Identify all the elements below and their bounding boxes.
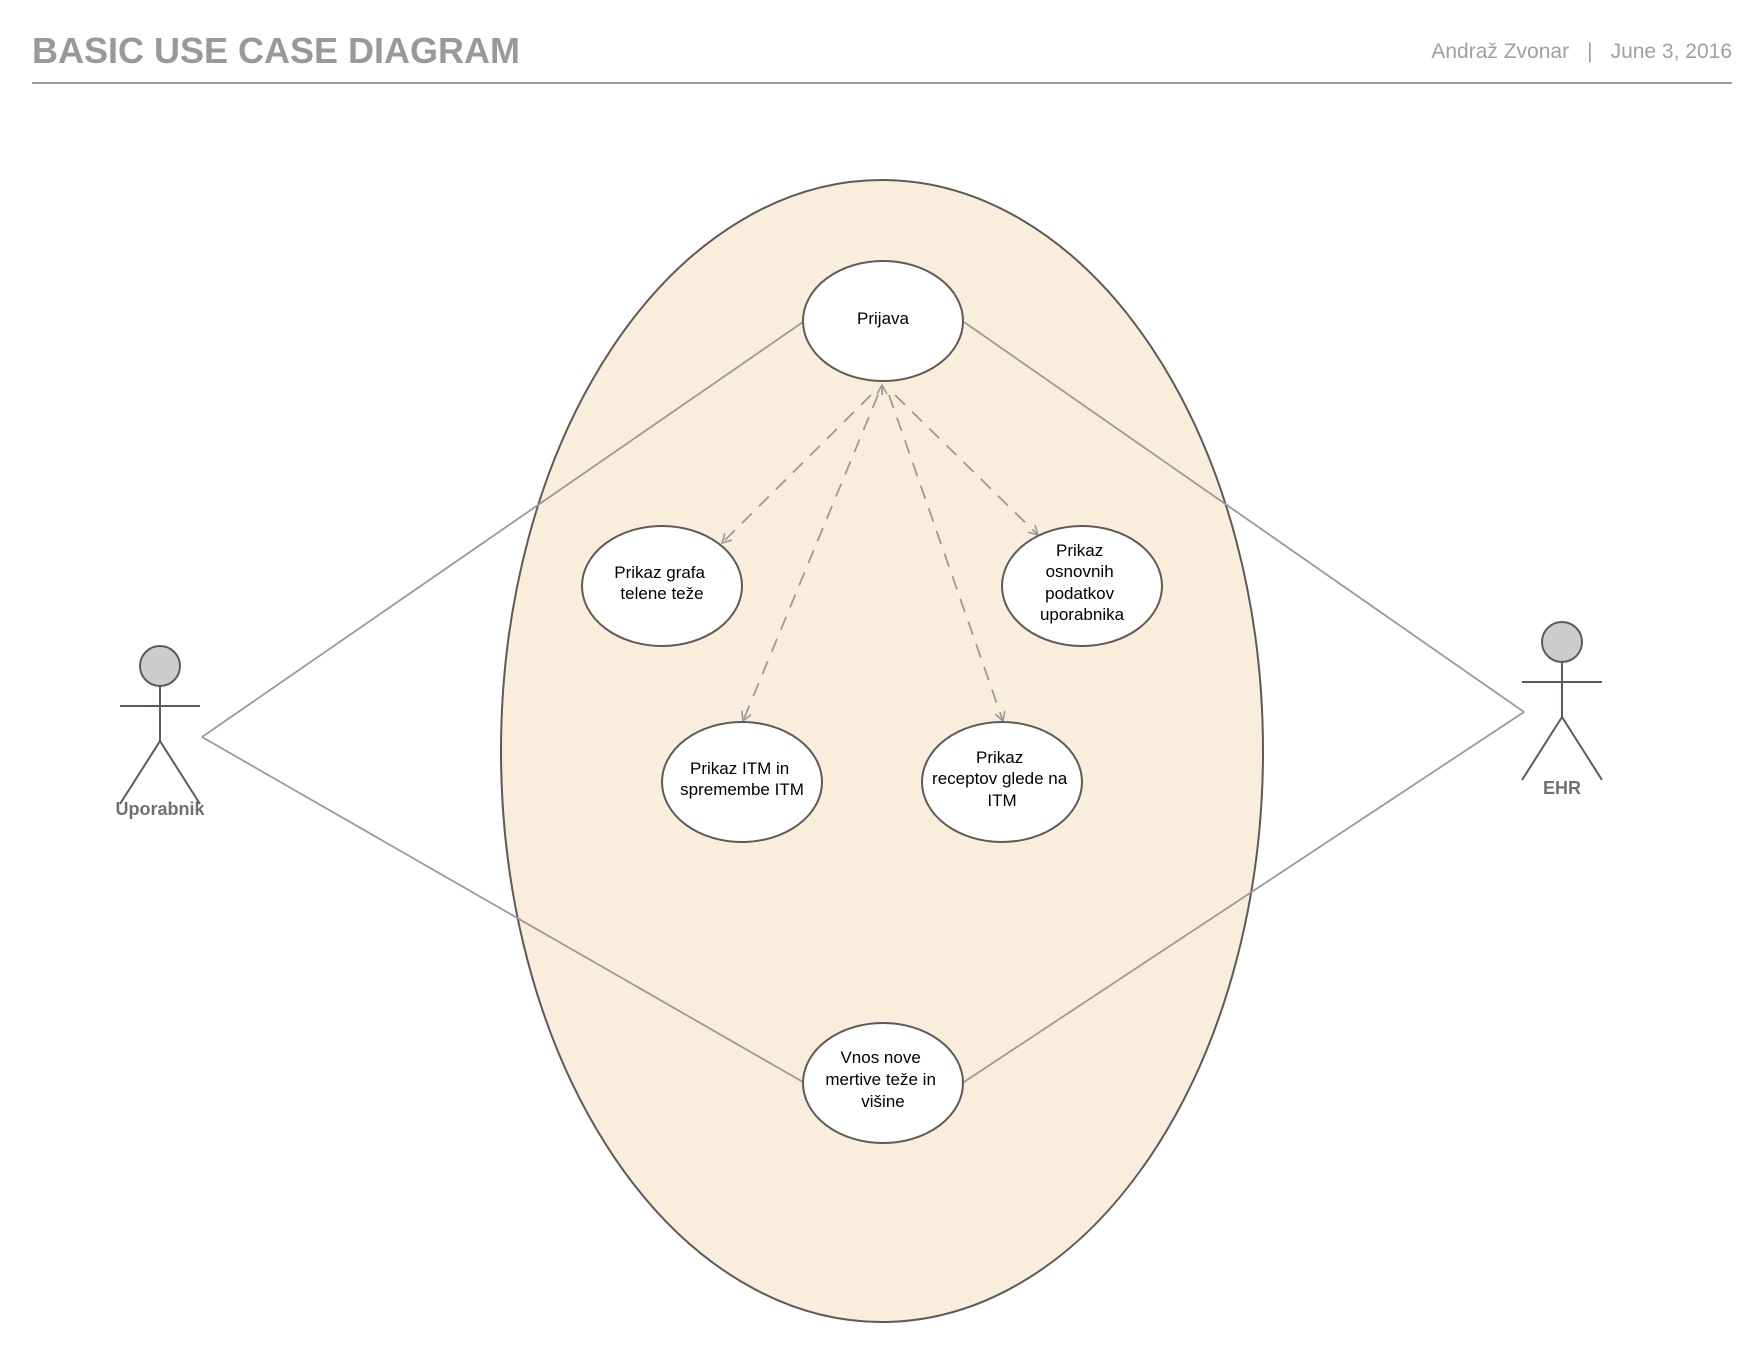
use-case-ellipse <box>1001 525 1163 647</box>
association-ehr-prijava <box>963 321 1525 713</box>
use-case-label: Prikaz <box>1056 541 1103 560</box>
author-name: Andraž Zvonar <box>1431 40 1570 63</box>
use-case-prikaz-osnovnih[interactable]: Prikaz osnovnih podatkov uporabnika <box>1001 525 1163 647</box>
actor-head <box>139 645 181 687</box>
svg-text:Prikaz ITM in spremembe: Prikaz ITM in spremembe ITM <box>680 759 804 799</box>
association-uporabnik-prijava <box>201 321 804 738</box>
dependency-prijava-recepti <box>888 394 1006 723</box>
use-case-label: osnovnih <box>1046 562 1114 581</box>
meta-separator: | <box>1587 40 1593 63</box>
use-case-label: ITM <box>987 791 1016 810</box>
use-case-label: Prikaz <box>976 748 1023 767</box>
association-uporabnik-vnos <box>201 736 804 1083</box>
use-case-ellipse <box>661 721 823 843</box>
system-boundary <box>500 179 1264 1323</box>
use-case-label: mertive teže in <box>825 1070 936 1089</box>
use-case-label: uporabnika <box>1040 605 1125 624</box>
actor-left-leg <box>1521 716 1563 781</box>
dependency-prijava-osnovni <box>894 394 1040 537</box>
header-meta: Andraž Zvonar | June 3, 2016 <box>1431 40 1732 64</box>
use-case-ellipse <box>802 260 964 382</box>
dependency-prijava-graf <box>720 394 872 545</box>
use-case-ellipse <box>581 525 743 647</box>
actor-label: Uporabnik <box>115 799 205 819</box>
use-case-prijava[interactable]: Prijava <box>802 260 964 382</box>
use-case-label: Vnos nove <box>840 1048 920 1067</box>
use-case-vnos-nove-meritve[interactable]: Vnos nove mertive teže in višine <box>802 1022 964 1144</box>
actor-left-leg <box>119 740 161 805</box>
actor-head <box>1541 621 1583 663</box>
diagram-date: June 3, 2016 <box>1610 40 1732 63</box>
use-case-ellipse <box>921 721 1083 843</box>
use-case-label: Prijava <box>857 309 910 328</box>
actor-ehr[interactable]: EHR <box>1521 621 1603 798</box>
use-case-prikaz-grafa[interactable]: Prikaz grafa telene teže <box>581 525 743 647</box>
svg-text:Vnos nove mertive teže i: Vnos nove mertive teže in višine <box>825 1048 940 1111</box>
use-case-prikaz-receptov[interactable]: Prikaz receptov glede na ITM <box>921 721 1083 843</box>
use-case-label: receptov glede na <box>932 769 1068 788</box>
association-ehr-vnos <box>963 711 1525 1083</box>
use-case-label: Prikaz ITM in <box>690 759 789 778</box>
use-case-label: podatkov <box>1045 584 1114 603</box>
actor-label: EHR <box>1543 778 1581 798</box>
use-case-prikaz-itm[interactable]: Prikaz ITM in spremembe ITM <box>661 721 823 843</box>
svg-text:Prikaz osnovnih po: Prikaz osnovnih podatkov uporabnika <box>1040 541 1125 624</box>
svg-text:Prikaz receptov glede na: Prikaz receptov glede na ITM <box>932 748 1072 810</box>
page-title: BASIC USE CASE DIAGRAM <box>32 30 521 71</box>
dependency-prijava-itm <box>741 394 879 723</box>
use-case-label: višine <box>861 1092 904 1111</box>
actor-right-leg <box>159 740 201 805</box>
use-case-label: telene teže <box>620 584 703 603</box>
actor-uporabnik[interactable]: Uporabnik <box>115 645 205 819</box>
svg-text:Prijava: Prijava <box>857 309 910 328</box>
actor-right-leg <box>1561 716 1603 781</box>
use-case-label: spremembe ITM <box>680 780 804 799</box>
header: BASIC USE CASE DIAGRAM Andraž Zvonar | Jun… <box>32 30 1732 84</box>
svg-text:Prikaz grafa telene teže: Prikaz grafa telene teže <box>614 563 709 603</box>
use-case-ellipse <box>802 1022 964 1144</box>
use-case-label: Prikaz grafa <box>614 563 705 582</box>
